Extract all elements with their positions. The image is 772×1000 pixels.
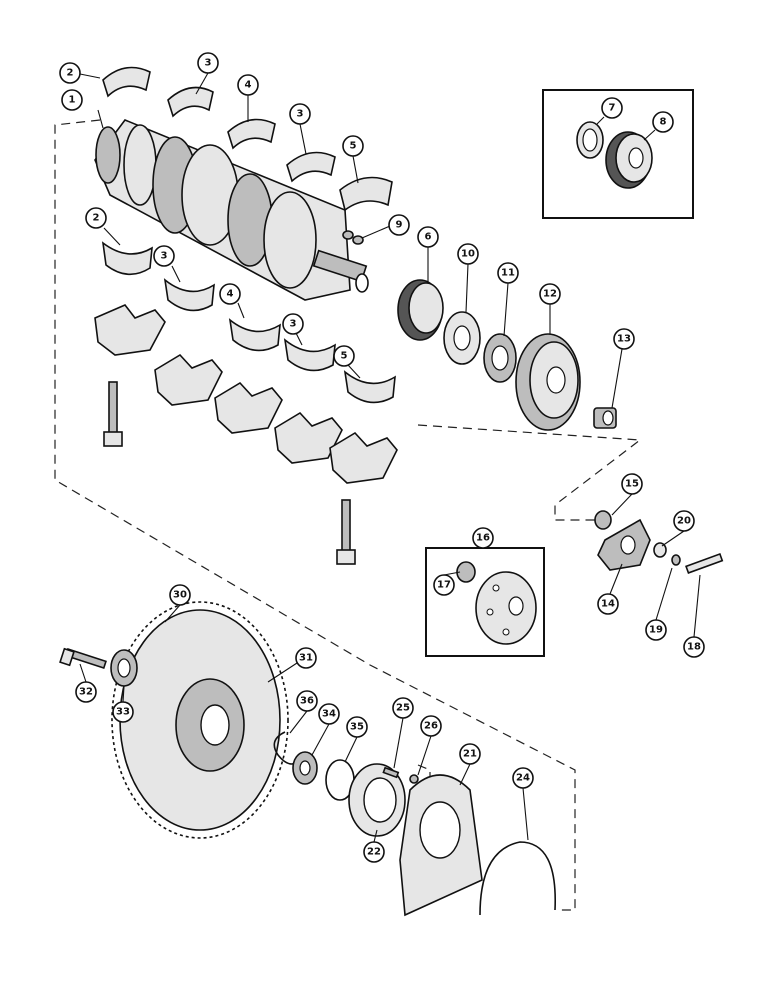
callout-20: 20 <box>673 510 695 532</box>
svg-text:15: 15 <box>625 479 639 490</box>
svg-text:17: 17 <box>437 580 451 591</box>
front-drive-parts <box>397 279 617 431</box>
callout-22: 22 <box>363 841 385 863</box>
svg-text:33: 33 <box>116 707 130 718</box>
svg-text:1: 1 <box>69 95 76 106</box>
cap-bolts <box>103 381 356 565</box>
gear-detail-inset <box>542 89 694 219</box>
callout-3-lower-b: 3 <box>282 313 304 335</box>
seal-dashed-line <box>417 764 431 790</box>
svg-text:2: 2 <box>67 68 74 79</box>
svg-text:34: 34 <box>322 709 336 720</box>
damper-parts <box>456 561 537 645</box>
callout-24: 24 <box>512 767 534 789</box>
flywheel <box>111 601 289 839</box>
inset-gear-parts <box>576 121 653 189</box>
callout-14: 14 <box>597 593 619 615</box>
callout-9: 9 <box>388 214 410 236</box>
callout-4-lower: 4 <box>219 283 241 305</box>
leader-lines <box>79 72 701 843</box>
svg-text:3: 3 <box>205 58 212 69</box>
callout-7: 7 <box>601 97 623 119</box>
svg-text:4: 4 <box>227 289 234 300</box>
svg-text:22: 22 <box>367 847 381 858</box>
callout-19: 19 <box>645 619 667 641</box>
svg-text:32: 32 <box>79 687 93 698</box>
callout-33: 33 <box>112 701 134 723</box>
callout-30: 30 <box>169 584 191 606</box>
pulley-hub-dashed-line <box>417 424 642 521</box>
svg-text:5: 5 <box>341 351 348 362</box>
hub-parts <box>594 510 724 574</box>
svg-text:24: 24 <box>516 773 530 784</box>
callout-35: 35 <box>346 716 368 738</box>
svg-text:25: 25 <box>396 703 410 714</box>
svg-text:20: 20 <box>677 516 691 527</box>
crankshaft-assembly-dashed-line <box>54 119 576 911</box>
svg-text:3: 3 <box>161 251 168 262</box>
svg-text:10: 10 <box>461 249 475 260</box>
svg-text:21: 21 <box>463 749 477 760</box>
callout-3-upper-b: 3 <box>289 103 311 125</box>
callout-26: 26 <box>420 715 442 737</box>
svg-text:36: 36 <box>300 696 314 707</box>
svg-text:6: 6 <box>425 232 432 243</box>
callout-10: 10 <box>457 243 479 265</box>
callout-13: 13 <box>613 328 635 350</box>
callout-2-upper: 2 <box>59 62 81 84</box>
svg-text:2: 2 <box>93 213 100 224</box>
callout-8: 8 <box>652 111 674 133</box>
svg-text:9: 9 <box>396 220 403 231</box>
lower-bearing-shells <box>101 241 396 404</box>
callout-2-lower: 2 <box>85 207 107 229</box>
svg-text:3: 3 <box>290 319 297 330</box>
callout-5-lower: 5 <box>333 345 355 367</box>
callout-4-upper: 4 <box>237 74 259 96</box>
flywheel-fasteners <box>59 647 138 687</box>
callout-3-upper-a: 3 <box>197 52 219 74</box>
upper-bearing-shells <box>102 66 393 212</box>
svg-text:12: 12 <box>543 289 557 300</box>
callout-34: 34 <box>318 703 340 725</box>
callout-3-lower-a: 3 <box>153 245 175 267</box>
svg-text:4: 4 <box>245 80 252 91</box>
callout-1: 1 <box>61 89 83 111</box>
svg-text:16: 16 <box>476 533 490 544</box>
callout-5-upper: 5 <box>342 135 364 157</box>
callout-18: 18 <box>683 636 705 658</box>
callout-6: 6 <box>417 226 439 248</box>
svg-text:26: 26 <box>424 721 438 732</box>
callout-bubbles: 2 1 3 4 3 5 2 3 4 3 5 9 7 8 6 10 11 12 1… <box>59 52 705 863</box>
callout-11: 11 <box>497 262 519 284</box>
svg-text:30: 30 <box>173 590 187 601</box>
callout-31: 31 <box>295 647 317 669</box>
svg-text:5: 5 <box>350 141 357 152</box>
svg-text:13: 13 <box>617 334 631 345</box>
svg-text:14: 14 <box>601 599 615 610</box>
svg-text:18: 18 <box>687 642 701 653</box>
svg-text:7: 7 <box>609 103 616 114</box>
callout-36: 36 <box>296 690 318 712</box>
svg-text:8: 8 <box>660 117 667 128</box>
crankshaft <box>94 119 369 301</box>
rear-seal-parts <box>348 763 556 917</box>
svg-text:3: 3 <box>297 109 304 120</box>
svg-text:35: 35 <box>350 722 364 733</box>
callout-21: 21 <box>459 743 481 765</box>
callout-25: 25 <box>392 697 414 719</box>
callout-12: 12 <box>539 283 561 305</box>
svg-text:11: 11 <box>501 268 515 279</box>
callout-17: 17 <box>433 574 455 596</box>
callout-32: 32 <box>75 681 97 703</box>
callout-15: 15 <box>621 473 643 495</box>
svg-text:19: 19 <box>649 625 663 636</box>
main-bearing-caps <box>94 304 398 484</box>
thrust-washers <box>342 230 364 245</box>
callout-16: 16 <box>472 527 494 549</box>
svg-text:31: 31 <box>299 653 313 664</box>
